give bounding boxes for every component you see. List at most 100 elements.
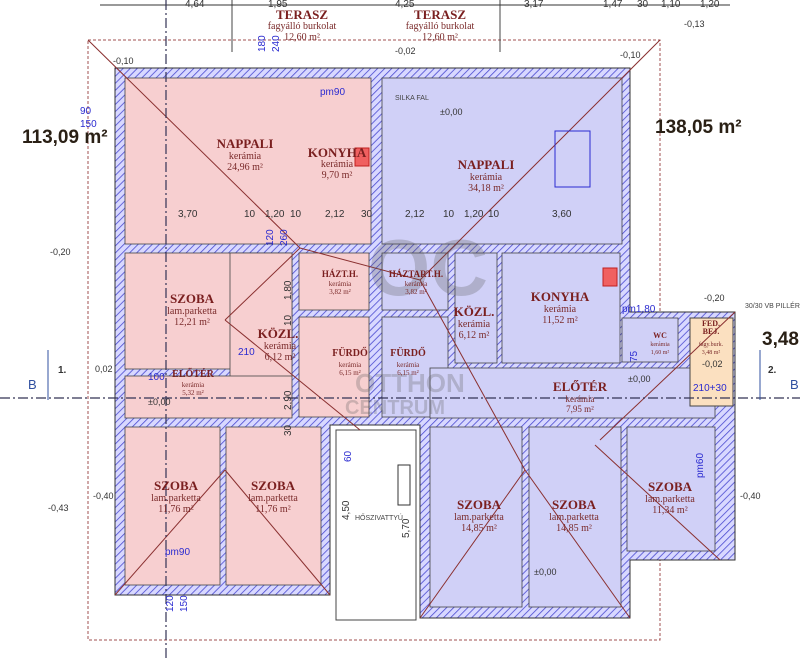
room-floor: lam.parketta [151,493,201,504]
watermark-line2: CENTRUM [345,397,445,419]
room-floor: kerámia [396,361,420,369]
watermark-line1: OTTHON [355,368,465,398]
opening-label: 210+30 [693,383,727,394]
dimension: 1,10 [661,0,681,10]
room-area: 3,82 m² [329,288,351,296]
level-mark: -0,40 [93,491,114,501]
room-floor: lam.parketta [645,494,695,505]
room-floor: lam.parketta [454,512,504,523]
unit-area-fed: 3,48 m² [762,329,800,350]
room-area: 14,85 m² [556,523,592,534]
room-floor: kerámia [228,151,262,162]
dimension: 5,70 [401,518,412,538]
dimension: 2,12 [405,209,425,220]
dimension: 30 [283,424,294,436]
room-area: 11,34 m² [652,505,688,516]
room-name: FÜRDŐ [332,348,368,359]
dimension: 30 [361,209,373,220]
level-mark: -0,43 [48,503,69,513]
roof-outline [87,39,661,641]
fed-bej-room [689,317,734,407]
opening-label: 260 [279,229,290,246]
opening-label: 90 [80,106,92,117]
room-area: 6,12 m² [458,330,490,341]
level-mark: 0,02 [95,364,113,374]
dimension: 2,12 [325,209,345,220]
heat-pump [397,464,411,506]
room-name: TERASZ [413,7,467,22]
room-area: 14,85 m² [461,523,497,534]
note-pump: HŐSZIVATTYÚ [355,515,403,522]
room-area: 6,12 m² [264,352,296,363]
room-floor: kerámia [320,159,354,170]
room-area: 6,15 m² [339,369,361,377]
dimension: 3,70 [178,209,198,220]
room-name: FÜRDŐ [390,348,426,359]
room-floor: kerámia [263,341,297,352]
room-name: KÖZL. [453,304,495,319]
room-floor: kerámia [543,304,577,315]
room-floor: fagy.burk. [698,342,724,348]
opening-label: 60 [343,450,354,462]
room-name: WC [653,331,667,340]
section-mark-2: 2. [768,365,777,376]
room-area: 3,48 m² [701,350,721,356]
level-mark: ±0,00 [534,567,557,577]
dimension: 10 [488,209,500,220]
room-name: SZOBA [456,497,502,512]
pump-corridor [335,429,417,621]
dimension: 1,80 [283,280,294,300]
level-mark: ±0,00 [148,397,171,407]
room-area: 5,32 m² [182,389,204,397]
room-floor: kerámia [404,280,428,288]
watermark-logo: OC [368,223,488,312]
room-area: 34,18 m² [468,183,504,194]
level-mark: ±0,00 [628,374,651,384]
room-area: 12,60 m² [284,32,320,43]
opening-label: 120 [165,595,176,612]
room-area: 3,82 m² [405,288,427,296]
room-floor: fagyálló burkolat [267,21,337,32]
room-area: 1,60 m² [650,350,670,356]
dimension: 10 [443,209,455,220]
note-piller: 30/30 VB PILLÉR [745,303,800,310]
room-floor: lam.parketta [549,512,599,523]
dimension: 4,25 [395,0,415,10]
right-unit-rooms [381,77,716,608]
opening-label: pm1,80 [622,304,656,315]
room-name: SZOBA [169,291,215,306]
room-floor: fagyálló burkolat [405,21,475,32]
room-area: 11,76 m² [158,504,194,515]
room-floor: lam.parketta [167,306,217,317]
room-area: 9,70 m² [321,170,353,181]
opening-label: pm90 [165,547,191,558]
room-name: HÁZT.H. [321,269,359,279]
room-floor: kerámia [328,280,352,288]
unit-area-left: 113,09 m² [22,127,108,148]
dimension: 10 [244,209,256,220]
level-mark: -0,13 [684,19,705,29]
room-name: SZOBA [647,479,693,494]
dimension: 1,20 [700,0,720,10]
room-floor: lam.parketta [248,493,298,504]
level-mark: -0,10 [113,56,134,66]
room-name: ELŐTÉR [172,369,214,380]
room-name: SZOBA [551,497,597,512]
room-name: KÖZL. [257,326,299,341]
dimension: 1,20 [265,209,285,220]
level-mark: -0,02 [702,359,723,369]
room-floor: kerámia [469,172,503,183]
room-name: SZOBA [153,478,199,493]
dining-table [554,130,591,188]
level-mark: -0,20 [50,247,71,257]
dimension: 3,60 [552,209,572,220]
section-mark-1: 1. [58,365,67,376]
opening-label: 120 [265,229,276,246]
opening-label: 100 [148,372,165,383]
opening-label: 150 [179,595,190,612]
room-area: 6,15 m² [397,369,419,377]
section-letter-right: B [790,377,799,392]
room-name: FED. BEJ. [702,319,720,336]
